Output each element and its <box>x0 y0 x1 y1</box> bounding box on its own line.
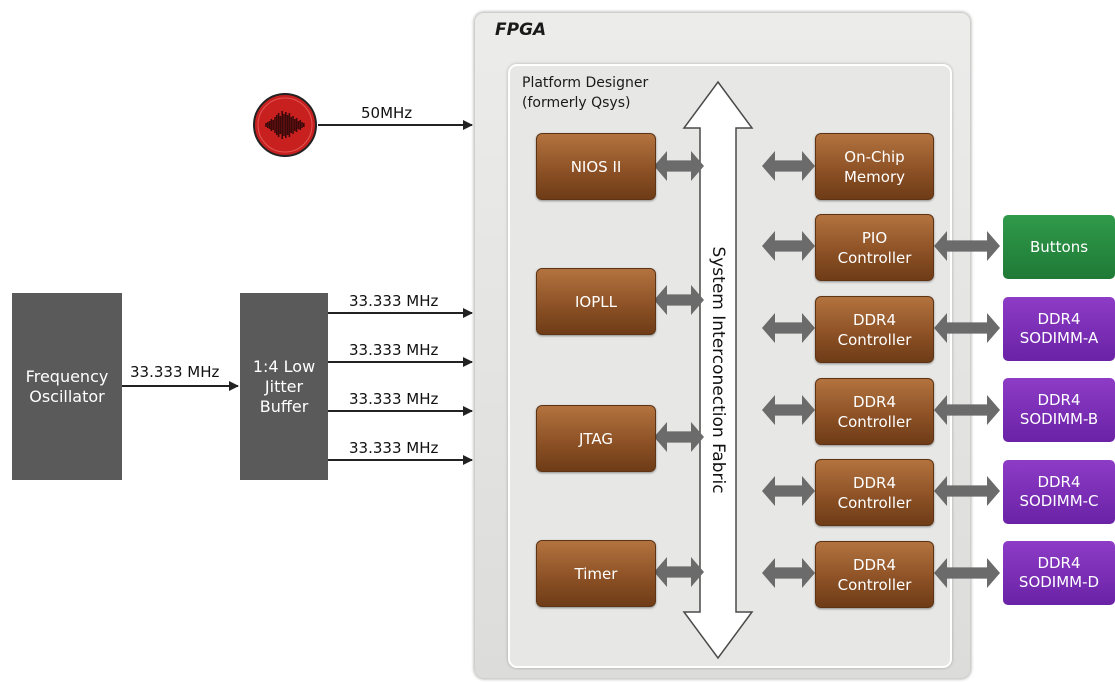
sodimm-d-line2: SODIMM-D <box>1018 573 1100 591</box>
oscillator-line2: Oscillator <box>29 386 105 406</box>
ddr-d-line1: DDR4 <box>852 555 897 574</box>
sodimm-d-line1: DDR4 <box>1037 554 1081 572</box>
mem-line2: Memory <box>843 167 905 186</box>
fabric-ddr-a-arrow <box>762 313 815 343</box>
waveform-oscillator-icon <box>253 93 317 157</box>
clk-50mhz-label: 50MHz <box>361 104 413 122</box>
buttons-block: Buttons <box>1003 215 1115 279</box>
oscillator-line1: Frequency <box>25 366 109 386</box>
fabric-arrow <box>682 80 754 660</box>
ddr-b-line2: Controller <box>837 412 912 431</box>
ddr-b-sodimm-arrow <box>934 395 1000 425</box>
iopll-block: IOPLL <box>536 268 656 335</box>
oscillator-out-label: 33.333 MHz <box>130 363 220 381</box>
timer-fabric-arrow <box>654 557 704 587</box>
ddr-a-line1: DDR4 <box>852 310 897 329</box>
sodimm-a-line1: DDR4 <box>1037 310 1081 328</box>
fabric-ddr-c-arrow <box>762 476 815 506</box>
fabric-ddr-b-arrow <box>762 395 815 425</box>
jtag-fabric-arrow <box>654 422 704 452</box>
fpga-title: FPGA <box>495 20 547 40</box>
sodimm-b-line1: DDR4 <box>1037 391 1081 409</box>
buffer-out-label-4: 33.333 MHz <box>349 439 439 457</box>
sodimm-b-line2: SODIMM-B <box>1019 410 1099 428</box>
fabric-ddr-d-arrow <box>762 558 815 588</box>
sodimm-c-line1: DDR4 <box>1037 473 1081 491</box>
pio-buttons-arrow <box>934 231 1000 261</box>
jitter-buffer: 1:4 Low Jitter Buffer <box>240 293 328 480</box>
ddr-c-line2: Controller <box>837 493 912 512</box>
ddr-d-line2: Controller <box>837 575 912 594</box>
iopll-fabric-arrow <box>654 285 704 315</box>
fabric-mem-arrow <box>762 151 815 181</box>
ddr-c-sodimm-arrow <box>934 476 1000 506</box>
platform-designer-line1: Platform Designer <box>522 75 649 91</box>
frequency-oscillator: Frequency Oscillator <box>12 293 122 480</box>
buffer-out-label-1: 33.333 MHz <box>349 292 439 310</box>
platform-designer-line2: (formerly Qsys) <box>522 95 631 111</box>
ddr-c-line1: DDR4 <box>852 473 897 492</box>
nios-ii-block: NIOS II <box>536 133 656 200</box>
buffer-out-label-2: 33.333 MHz <box>349 341 439 359</box>
nios-fabric-arrow <box>654 151 704 181</box>
platform-designer-title: Platform Designer (formerly Qsys) <box>522 73 648 113</box>
ddr-d-sodimm-arrow <box>934 558 1000 588</box>
jtag-block: JTAG <box>536 405 656 472</box>
buffer-line2: Jitter <box>264 376 304 396</box>
fabric-pio-arrow <box>762 231 815 261</box>
buffer-out-label-3: 33.333 MHz <box>349 390 439 408</box>
sodimm-c-line2: SODIMM-C <box>1019 492 1099 510</box>
timer-block: Timer <box>536 540 656 607</box>
fabric-label: System Interconection Fabric <box>708 246 728 494</box>
ddr-a-line2: Controller <box>837 330 912 349</box>
pio-line1: PIO <box>861 228 888 247</box>
mem-line1: On-Chip <box>844 147 905 166</box>
sodimm-a-line2: SODIMM-A <box>1019 329 1099 347</box>
buffer-line3: Buffer <box>259 396 309 416</box>
ddr-a-sodimm-arrow <box>934 313 1000 343</box>
buffer-line1: 1:4 Low <box>252 356 316 376</box>
ddr-b-line1: DDR4 <box>852 392 897 411</box>
pio-line2: Controller <box>837 248 912 267</box>
